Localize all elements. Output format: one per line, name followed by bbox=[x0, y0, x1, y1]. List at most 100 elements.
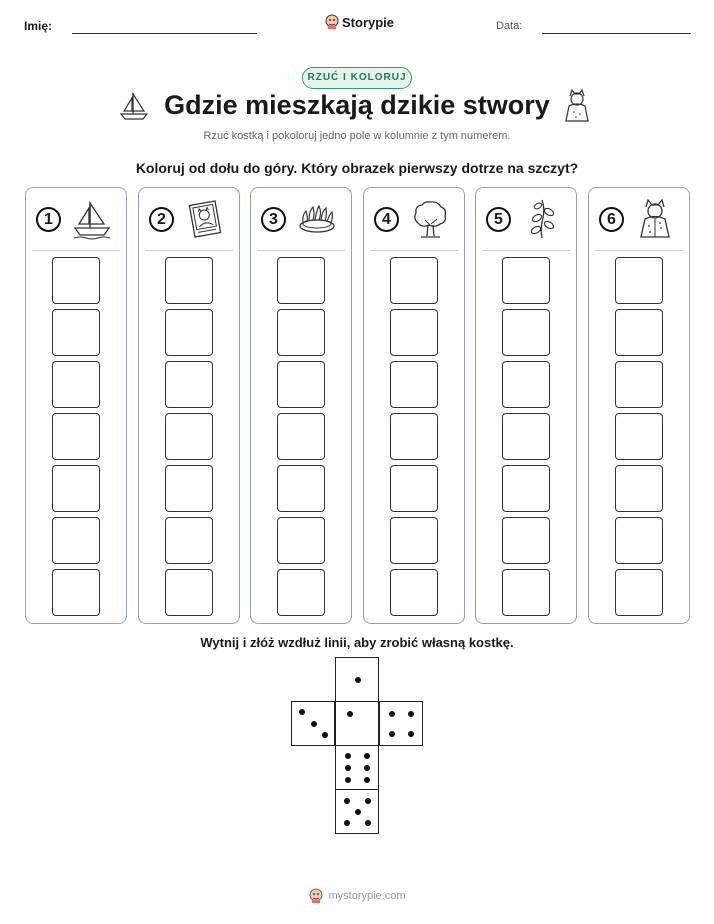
column-1: 1 bbox=[25, 187, 127, 624]
color-cell[interactable] bbox=[390, 309, 438, 356]
book-icon bbox=[188, 200, 222, 238]
wolf-costume-icon bbox=[565, 88, 589, 122]
die-face-4 bbox=[379, 701, 423, 746]
die-pip bbox=[311, 721, 317, 727]
column-divider bbox=[145, 250, 233, 251]
sailboat-icon bbox=[119, 91, 149, 120]
color-cell[interactable] bbox=[277, 361, 325, 408]
color-cell[interactable] bbox=[52, 257, 100, 304]
color-cell[interactable] bbox=[502, 361, 550, 408]
color-cell[interactable] bbox=[502, 569, 550, 616]
color-cell[interactable] bbox=[502, 465, 550, 512]
color-cell[interactable] bbox=[165, 413, 213, 460]
die-pip bbox=[364, 765, 370, 771]
column-5: 5 bbox=[475, 187, 577, 624]
color-cell[interactable] bbox=[277, 517, 325, 564]
color-cell[interactable] bbox=[277, 465, 325, 512]
brand-logo: Storypie bbox=[325, 14, 394, 30]
crown-icon bbox=[299, 204, 335, 233]
date-label: Data: bbox=[496, 20, 523, 32]
color-cell[interactable] bbox=[277, 257, 325, 304]
column-2: 2 bbox=[138, 187, 240, 624]
color-cell[interactable] bbox=[52, 465, 100, 512]
cut-instruction: Wytnij i złóż wzdłuż linii, aby zrobić w… bbox=[200, 635, 514, 650]
color-cell[interactable] bbox=[615, 517, 663, 564]
column-6: 6 bbox=[588, 187, 690, 624]
color-cell[interactable] bbox=[502, 517, 550, 564]
color-cell[interactable] bbox=[52, 413, 100, 460]
color-cell[interactable] bbox=[52, 517, 100, 564]
color-cell[interactable] bbox=[502, 413, 550, 460]
die-face-3 bbox=[291, 701, 335, 746]
name-label: Imię: bbox=[24, 19, 53, 33]
die-face-1 bbox=[335, 701, 379, 746]
color-cell[interactable] bbox=[52, 569, 100, 616]
color-cell[interactable] bbox=[390, 569, 438, 616]
color-cell[interactable] bbox=[165, 465, 213, 512]
column-number: 6 bbox=[599, 207, 624, 232]
die-pip bbox=[345, 765, 351, 771]
die-pip bbox=[345, 777, 351, 783]
color-cell[interactable] bbox=[502, 257, 550, 304]
color-cell[interactable] bbox=[165, 257, 213, 304]
color-cell[interactable] bbox=[502, 309, 550, 356]
color-cell[interactable] bbox=[390, 465, 438, 512]
die-pip bbox=[345, 753, 351, 759]
column-divider bbox=[257, 250, 345, 251]
color-cell[interactable] bbox=[277, 569, 325, 616]
column-divider bbox=[32, 250, 120, 251]
die-face-6 bbox=[335, 745, 379, 790]
color-cell[interactable] bbox=[165, 309, 213, 356]
color-cell[interactable] bbox=[615, 413, 663, 460]
color-cell[interactable] bbox=[165, 361, 213, 408]
color-cell[interactable] bbox=[390, 517, 438, 564]
color-cell[interactable] bbox=[165, 517, 213, 564]
die-pip bbox=[347, 711, 353, 717]
column-divider bbox=[370, 250, 458, 251]
die-pip bbox=[322, 732, 328, 738]
color-cell[interactable] bbox=[615, 361, 663, 408]
pie-mascot-icon bbox=[309, 888, 323, 903]
page-title: Gdzie mieszkają dzikie stwory bbox=[164, 90, 550, 120]
color-cell[interactable] bbox=[615, 257, 663, 304]
die-pip bbox=[355, 677, 361, 683]
die-pip bbox=[389, 711, 395, 717]
footer-url[interactable]: mystorypie.com bbox=[328, 890, 406, 902]
column-divider bbox=[595, 250, 683, 251]
subtitle: Rzuć kostką i pokoloruj jedno pole w kol… bbox=[203, 130, 511, 142]
die-pip bbox=[355, 809, 361, 815]
die-pip bbox=[408, 731, 414, 737]
column-number: 3 bbox=[261, 207, 286, 232]
tree-icon bbox=[414, 201, 447, 238]
header: Imię: Storypie Data: bbox=[0, 12, 714, 42]
die-pip bbox=[344, 798, 350, 804]
color-cell[interactable] bbox=[52, 309, 100, 356]
vine-icon bbox=[530, 199, 555, 239]
name-line[interactable] bbox=[72, 33, 257, 34]
die-pip bbox=[365, 820, 371, 826]
die-face-1 bbox=[335, 657, 379, 702]
color-cell[interactable] bbox=[277, 413, 325, 460]
die-pip bbox=[365, 798, 371, 804]
column-number: 5 bbox=[486, 207, 511, 232]
color-cell[interactable] bbox=[615, 569, 663, 616]
color-cell[interactable] bbox=[390, 361, 438, 408]
color-cell[interactable] bbox=[52, 361, 100, 408]
color-cell[interactable] bbox=[390, 257, 438, 304]
column-4: 4 bbox=[363, 187, 465, 624]
footer: mystorypie.com bbox=[0, 886, 714, 906]
sailboat-icon bbox=[73, 200, 111, 240]
color-cell[interactable] bbox=[615, 309, 663, 356]
color-cell[interactable] bbox=[390, 413, 438, 460]
pie-mascot-icon bbox=[325, 14, 339, 29]
activity-badge: RZUĆ I KOLORUJ bbox=[302, 67, 412, 89]
date-line[interactable] bbox=[542, 33, 691, 34]
die-face-5 bbox=[335, 789, 379, 834]
color-cell[interactable] bbox=[165, 569, 213, 616]
column-3: 3 bbox=[250, 187, 352, 624]
die-pip bbox=[299, 709, 305, 715]
color-cell[interactable] bbox=[277, 309, 325, 356]
die-pip bbox=[364, 777, 370, 783]
color-cell[interactable] bbox=[615, 465, 663, 512]
instruction: Koloruj od dołu do góry. Który obrazek p… bbox=[135, 160, 579, 176]
